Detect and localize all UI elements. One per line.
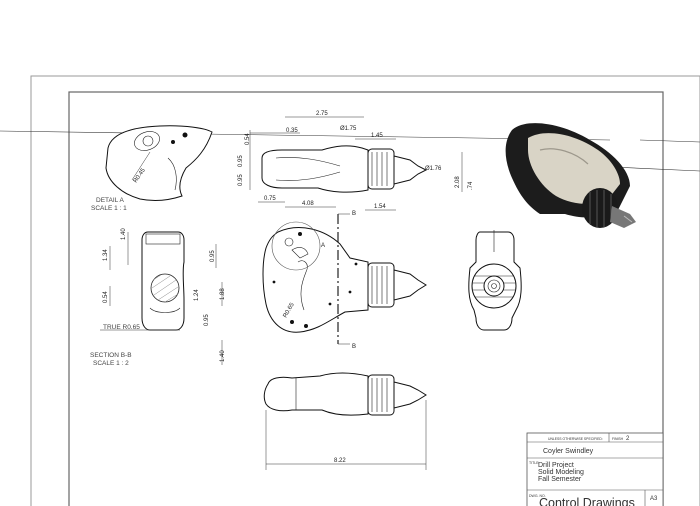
- tb-line1: Drill Project: [538, 462, 574, 469]
- tb-line2: Solid Modeling: [538, 469, 584, 476]
- dim-0-54-b: 0.54: [103, 291, 109, 303]
- dim-0-75: 0.75: [264, 196, 276, 202]
- front-main-view: A B B R0.65: [262, 211, 427, 350]
- outer-border: [30, 75, 700, 506]
- dim-1-34: 1.34: [103, 249, 109, 261]
- title-block: UNLESS OTHERWISE SPECIFIED: FINISH 2 Coy…: [526, 432, 664, 506]
- section-marker-bottom: B: [352, 344, 356, 350]
- dim-0-95-d: 0.95: [204, 314, 210, 326]
- tb-size: A3: [650, 496, 658, 502]
- dim-1-40: 1.40: [121, 228, 127, 240]
- dim-0-35: 0.35: [286, 128, 298, 134]
- tb-name: Coyler Swindley: [543, 448, 594, 455]
- detail-marker: A: [321, 243, 325, 249]
- top-profile-view: 2.75 Ø1.75 0.35 1.45 0.54 0.95 0.95 Ø1.7…: [238, 111, 474, 211]
- dim-0-95-b: 0.95: [238, 174, 244, 186]
- dim-8-22: 8.22: [334, 458, 346, 464]
- dim-1-45: 1.45: [371, 133, 383, 139]
- dim-1-88: 1.88: [220, 288, 226, 300]
- tb-line3: Fall Semester: [538, 476, 582, 483]
- tb-header-right-value: 2: [626, 436, 630, 442]
- true-radius: TRUE R0.65: [103, 324, 140, 331]
- dim-0-95-a: 0.95: [238, 155, 244, 167]
- dim-1-76: Ø1.76: [425, 166, 442, 172]
- tb-dwg-label: DWG. NO.: [529, 494, 546, 498]
- dim-1-40-b: 1.40: [220, 350, 226, 362]
- tb-header-right-label: FINISH: [612, 437, 624, 441]
- tb-header-left: UNLESS OTHERWISE SPECIFIED:: [548, 437, 603, 441]
- detail-a-view: R0.45 DETAIL A SCALE 1 : 1: [91, 125, 213, 212]
- dim-1-54: 1.54: [374, 204, 386, 210]
- end-view: [468, 230, 522, 331]
- inner-frame: [68, 91, 664, 506]
- section-marker-top: B: [352, 211, 356, 217]
- detail-a-title: DETAIL A: [96, 197, 124, 204]
- dim-2-75: 2.75: [316, 111, 328, 117]
- section-b-scale: SCALE 1 : 2: [93, 360, 129, 367]
- bottom-view: 8.22: [263, 372, 427, 470]
- dim-0-54: 0.54: [245, 133, 251, 145]
- dim-1-24: 1.24: [194, 289, 200, 301]
- dim-4-08: 4.08: [302, 201, 314, 207]
- dim-1-75: Ø1.75: [340, 126, 357, 132]
- isometric-drill-view: [505, 123, 636, 228]
- tb-drawing-title: Control Drawings: [539, 496, 635, 506]
- tb-title-label: TITLE:: [529, 461, 540, 465]
- dim-0-95-c: 0.95: [210, 250, 216, 262]
- detail-a-scale: SCALE 1 : 1: [91, 205, 127, 212]
- dim-0-74: .74: [468, 181, 474, 190]
- stray-line-right-top: [639, 139, 700, 143]
- section-b-view: 1.40 1.34 0.95 0.54 1.24 1.88 0.95 1.40 …: [90, 228, 226, 367]
- dim-2-08: 2.08: [455, 176, 461, 188]
- section-b-title: SECTION B-B: [90, 352, 132, 359]
